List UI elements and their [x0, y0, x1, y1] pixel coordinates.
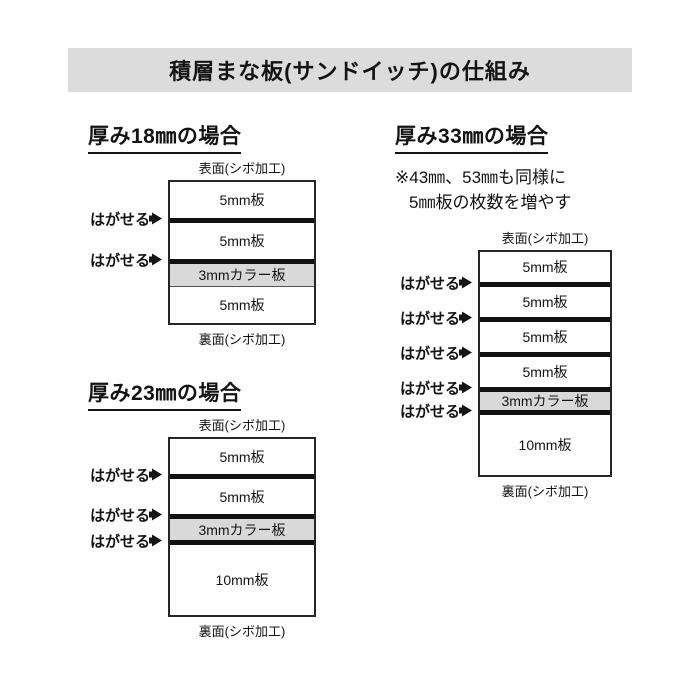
stack-diagram-18mm: 表面(シボ加工) 5mm板 5mm板 3mmカラー板 5mm板 裏面(シボ加工) はが…	[90, 158, 316, 348]
layer-10mm板: 10mm板	[480, 415, 610, 475]
layer-5mm板: 5mm板	[170, 479, 314, 514]
peel-callout-thickness-18-1: はがせる	[90, 208, 162, 229]
surface-label-33mm: 表面(シボ加工)	[501, 231, 589, 246]
arrow-right-icon	[462, 346, 472, 359]
peel-separator	[170, 218, 314, 223]
note-43-53mm: ※43㎜、53㎜も同様に 5㎜板の枚数を増やす	[395, 166, 571, 215]
stack-diagram-33mm: 表面(シボ加工) 5mm板 5mm板 5mm板 5mm板 3mmカラー板 10mm板 裏面…	[400, 228, 612, 500]
arrow-right-icon	[462, 276, 472, 289]
note-line-1: ※43㎜、53㎜も同様に	[395, 168, 567, 187]
layer-label: 5mm板	[219, 192, 265, 208]
layer-5mm板: 5mm板	[480, 322, 610, 352]
section-heading-18mm: 厚み18㎜の場合	[88, 120, 242, 154]
layer-label: 3mmカラー板	[198, 267, 286, 283]
layer-3mmカラー板: 3mmカラー板	[170, 519, 314, 540]
peel-callout-thickness-33-5: はがせる	[400, 400, 472, 421]
layer-label: 5mm板	[522, 294, 568, 310]
arrow-right-icon	[462, 404, 472, 417]
layer-stack-23mm: 5mm板 5mm板 3mmカラー板 10mm板	[168, 437, 316, 617]
note-line-2: 5㎜板の枚数を増やす	[409, 192, 572, 212]
layer-label: 5mm板	[219, 488, 265, 505]
layer-label: 5mm板	[219, 297, 265, 313]
peel-callout-thickness-23-2: はがせる	[90, 504, 162, 525]
arrow-right-icon	[152, 508, 162, 521]
arrow-right-icon	[152, 534, 162, 547]
layer-stack-18mm: 5mm板 5mm板 3mmカラー板 5mm板	[168, 180, 316, 325]
peel-separator	[480, 317, 610, 322]
arrow-right-icon	[152, 468, 162, 481]
peel-callout-thickness-18-2: はがせる	[90, 249, 162, 270]
peel-separator	[170, 514, 314, 519]
back-label-23mm: 裏面(シボ加工)	[198, 624, 286, 639]
layer-3mmカラー板: 3mmカラー板	[480, 392, 610, 410]
peel-label-text: はがせる	[89, 467, 150, 484]
layer-label: 3mmカラー板	[198, 521, 286, 538]
page-title-banner: 積層まな板(サンドイッチ)の仕組み	[68, 48, 632, 92]
peel-label-text: はがせる	[89, 533, 150, 550]
peel-callout-thickness-23-3: はがせる	[90, 530, 162, 551]
peel-label-text: はがせる	[399, 310, 460, 327]
peel-label-text: はがせる	[89, 252, 150, 269]
peel-separator	[480, 282, 610, 287]
layer-label: 3mmカラー板	[501, 393, 589, 409]
layer-label: 5mm板	[522, 259, 568, 275]
surface-label-18mm: 表面(シボ加工)	[198, 161, 286, 176]
stack-diagram-23mm: 表面(シボ加工) 5mm板 5mm板 3mmカラー板 10mm板 裏面(シボ加工) は…	[90, 415, 316, 640]
layer-label: 5mm板	[522, 329, 568, 345]
section-heading-33mm: 厚み33㎜の場合	[395, 120, 549, 154]
peel-label-text: はがせる	[399, 275, 460, 292]
peel-separator	[170, 540, 314, 545]
surface-label-23mm: 表面(シボ加工)	[198, 418, 286, 433]
layer-5mm板: 5mm板	[170, 287, 314, 323]
peel-separator	[170, 474, 314, 479]
peel-label-text: はがせる	[399, 345, 460, 362]
back-label-18mm: 裏面(シボ加工)	[198, 332, 286, 347]
layer-label: 5mm板	[219, 448, 265, 465]
layer-label: 5mm板	[522, 364, 568, 380]
page-title: 積層まな板(サンドイッチ)の仕組み	[169, 59, 531, 84]
layer-5mm板: 5mm板	[480, 287, 610, 317]
peel-separator	[170, 259, 314, 264]
arrow-right-icon	[152, 253, 162, 266]
peel-callout-thickness-33-2: はがせる	[400, 307, 472, 328]
layer-3mmカラー板: 3mmカラー板	[170, 264, 314, 286]
layer-5mm板: 5mm板	[170, 439, 314, 474]
layer-5mm板: 5mm板	[480, 252, 610, 282]
peel-separator	[480, 410, 610, 415]
peel-separator	[480, 387, 610, 392]
back-label-33mm: 裏面(シボ加工)	[501, 484, 589, 499]
peel-separator	[480, 352, 610, 357]
arrow-right-icon	[462, 311, 472, 324]
layer-5mm板: 5mm板	[480, 357, 610, 387]
layer-stack-33mm: 5mm板 5mm板 5mm板 5mm板 3mmカラー板 10mm板	[478, 250, 612, 477]
peel-label-text: はがせる	[89, 211, 150, 228]
peel-callout-thickness-33-1: はがせる	[400, 272, 472, 293]
layer-label: 10mm板	[518, 437, 572, 453]
layer-10mm板: 10mm板	[170, 545, 314, 615]
peel-callout-thickness-33-4: はがせる	[400, 377, 472, 398]
peel-callout-thickness-33-3: はがせる	[400, 342, 472, 363]
peel-label-text: はがせる	[399, 380, 460, 397]
peel-label-text: はがせる	[89, 507, 150, 524]
section-heading-23mm: 厚み23㎜の場合	[88, 377, 242, 411]
layer-5mm板: 5mm板	[170, 223, 314, 259]
layer-5mm板: 5mm板	[170, 182, 314, 218]
arrow-right-icon	[462, 381, 472, 394]
peel-callout-thickness-23-1: はがせる	[90, 464, 162, 485]
layer-separator	[170, 286, 314, 287]
arrow-right-icon	[152, 212, 162, 225]
peel-label-text: はがせる	[399, 403, 460, 420]
layer-label: 5mm板	[219, 233, 265, 249]
layer-label: 10mm板	[215, 572, 269, 588]
